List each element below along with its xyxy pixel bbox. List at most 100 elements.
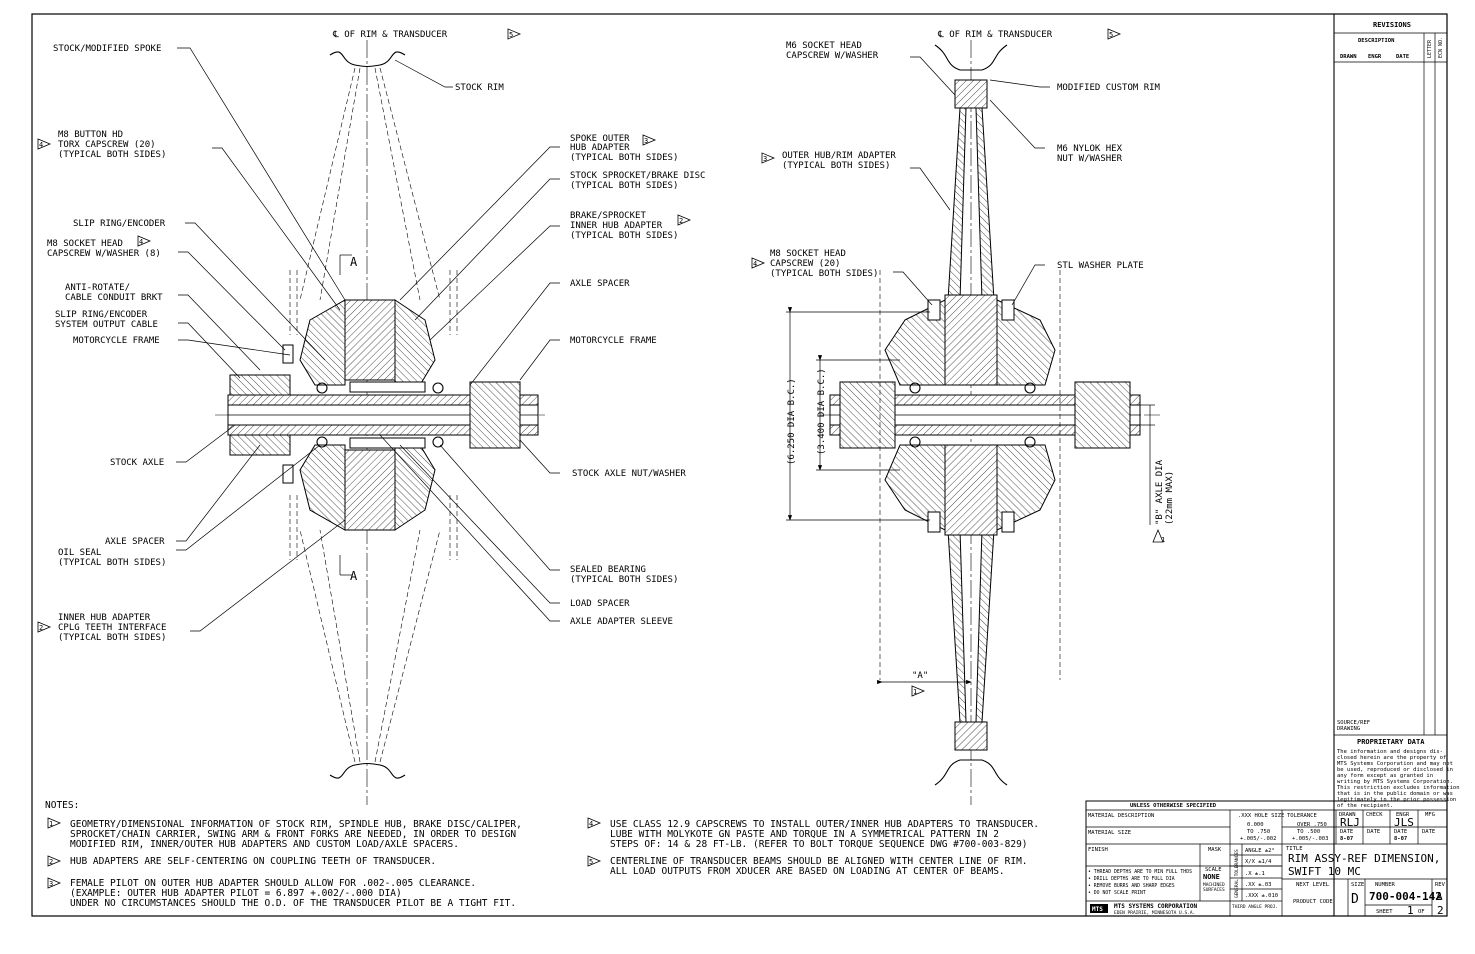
- svg-text:writing by MTS Systems Corpora: writing by MTS Systems Corporation.: [1337, 779, 1453, 785]
- svg-text:LETTER: LETTER: [1427, 39, 1433, 58]
- svg-text:(EXAMPLE: OUTER HUB ADAPTER PI: (EXAMPLE: OUTER HUB ADAPTER PILOT = 6.89…: [70, 888, 402, 899]
- svg-text:1: 1: [1407, 904, 1414, 917]
- svg-text:DATE: DATE: [1394, 829, 1407, 835]
- svg-text:A: A: [1436, 890, 1443, 903]
- svg-text:STL WASHER PLATE: STL WASHER PLATE: [1057, 261, 1144, 271]
- transducer-upper-right: [944, 294, 998, 386]
- modified-rim-bottom: [934, 759, 1008, 786]
- left-section-view: A A: [37, 28, 705, 805]
- svg-text:.XXX ±.010: .XXX ±.010: [1245, 893, 1278, 899]
- svg-text:2: 2: [39, 624, 43, 632]
- outer-hub-right-upper: [394, 299, 436, 386]
- svg-text:RLJ: RLJ: [1340, 816, 1360, 829]
- svg-text:SYSTEM OUTPUT CABLE: SYSTEM OUTPUT CABLE: [55, 320, 158, 330]
- svg-text:STOCK AXLE: STOCK AXLE: [110, 458, 164, 468]
- svg-text:X/X ±1/4: X/X ±1/4: [1245, 859, 1272, 865]
- svg-text:HUB ADAPTER: HUB ADAPTER: [570, 143, 630, 153]
- svg-text:ENGR: ENGR: [1368, 54, 1382, 60]
- svg-text:M6 NYLOK HEX: M6 NYLOK HEX: [1057, 144, 1123, 154]
- svg-text:DATE: DATE: [1422, 829, 1435, 835]
- svg-text:MTS SYSTEMS CORPORATION: MTS SYSTEMS CORPORATION: [1114, 903, 1197, 910]
- svg-text:that is in the public domain o: that is in the public domain or was: [1337, 791, 1453, 797]
- svg-text:0.000: 0.000: [1247, 822, 1264, 828]
- svg-text:This restriction excludes info: This restriction excludes information: [1337, 785, 1460, 791]
- svg-text:8-07: 8-07: [1394, 836, 1407, 842]
- label-stock-rim: STOCK RIM: [455, 83, 504, 93]
- svg-text:ENGR: ENGR: [1396, 812, 1410, 818]
- svg-text:USE CLASS 12.9 CAPSCREWS TO IN: USE CLASS 12.9 CAPSCREWS TO INSTALL OUTE…: [610, 819, 1039, 830]
- svg-text:REV: REV: [1435, 882, 1446, 888]
- svg-text:legitimately in the prior poss: legitimately in the prior possession: [1337, 797, 1456, 803]
- svg-text:DRAWN: DRAWN: [1339, 812, 1356, 818]
- conduit-bracket: [229, 374, 291, 396]
- svg-text:8-07: 8-07: [1340, 836, 1353, 842]
- svg-text:SPROCKET/CHAIN CARRIER, SWING: SPROCKET/CHAIN CARRIER, SWING ARM & FRON…: [70, 829, 516, 840]
- svg-text:ANTI-ROTATE/: ANTI-ROTATE/: [65, 283, 130, 293]
- svg-text:MODIFIED RIM, INNER/OUTER HUB: MODIFIED RIM, INNER/OUTER HUB ADAPTERS A…: [70, 839, 459, 850]
- svg-text:M6 SOCKET HEAD: M6 SOCKET HEAD: [786, 41, 862, 51]
- svg-text:(TYPICAL BOTH SIDES): (TYPICAL BOTH SIDES): [58, 558, 166, 568]
- svg-text:• REMOVE BURRS AND SHARP EDGES: • REMOVE BURRS AND SHARP EDGES: [1088, 883, 1175, 889]
- svg-text:4: 4: [139, 238, 143, 246]
- svg-text:D: D: [1351, 892, 1359, 907]
- drawing-number: 700-004-142: [1369, 890, 1442, 903]
- svg-text:2: 2: [49, 858, 53, 866]
- svg-text:STOCK SPROCKET/BRAKE DISC: STOCK SPROCKET/BRAKE DISC: [570, 171, 705, 181]
- svg-text:SURFACES: SURFACES: [1203, 887, 1225, 893]
- notes-block: NOTES: 1 GEOMETRY/DIMENSIONAL INFORMATIO…: [45, 800, 1039, 909]
- svg-text:(TYPICAL BOTH SIDES): (TYPICAL BOTH SIDES): [570, 575, 678, 585]
- drawing-title: RIM ASSY-REF DIMENSION,: [1288, 852, 1440, 865]
- svg-text:MTS Systems Corporation and ma: MTS Systems Corporation and may not: [1337, 761, 1453, 767]
- svg-text:NEXT LEVEL: NEXT LEVEL: [1296, 882, 1330, 888]
- svg-text:UNDER NO CIRCUMSTANCES SHOULD: UNDER NO CIRCUMSTANCES SHOULD THE O.D. O…: [70, 898, 516, 909]
- outer-hub-left-lower: [299, 444, 346, 531]
- svg-text:CAPSCREW W/WASHER: CAPSCREW W/WASHER: [786, 51, 879, 61]
- svg-text:OUTER HUB/RIM ADAPTER: OUTER HUB/RIM ADAPTER: [782, 151, 896, 161]
- svg-text:DRAWING: DRAWING: [1337, 726, 1360, 732]
- svg-text:CHECK: CHECK: [1366, 812, 1383, 818]
- svg-text:INNER HUB ADAPTER: INNER HUB ADAPTER: [570, 221, 663, 231]
- svg-text:AXLE ADAPTER SLEEVE: AXLE ADAPTER SLEEVE: [570, 617, 673, 627]
- svg-text:The information and designs di: The information and designs dis-: [1337, 749, 1443, 755]
- svg-text:(3.400 DIA B.C.): (3.400 DIA B.C.): [817, 368, 827, 455]
- svg-text:TO .750: TO .750: [1247, 829, 1270, 835]
- svg-text:TITLE: TITLE: [1286, 846, 1303, 852]
- svg-text:(TYPICAL BOTH SIDES): (TYPICAL BOTH SIDES): [770, 269, 878, 279]
- svg-text:AXLE SPACER: AXLE SPACER: [105, 537, 165, 547]
- svg-text:INNER HUB ADAPTER: INNER HUB ADAPTER: [58, 613, 151, 623]
- svg-text:.XXX HOLE SIZE: .XXX HOLE SIZE: [1238, 813, 1284, 819]
- svg-text:any form except as granted in: any form except as granted in: [1337, 773, 1433, 779]
- svg-text:5: 5: [589, 858, 593, 866]
- svg-text:closed herein are the property: closed herein are the property of: [1337, 755, 1446, 761]
- svg-text:ALL LOAD OUTPUTS FROM XDUCER A: ALL LOAD OUTPUTS FROM XDUCER ARE BASED O…: [610, 866, 1005, 877]
- rim-adapter-top: [954, 79, 988, 109]
- svg-text:3: 3: [49, 880, 53, 888]
- svg-text:be used, reproduced or disclos: be used, reproduced or disclosed in: [1337, 767, 1453, 773]
- right-centerline-label: ℄ OF RIM & TRANSDUCER: [937, 30, 1053, 40]
- svg-text:• DO NOT SCALE PRINT: • DO NOT SCALE PRINT: [1088, 890, 1146, 896]
- svg-text:4: 4: [589, 820, 593, 828]
- svg-text:4: 4: [753, 260, 757, 268]
- svg-text:+.005/-.003: +.005/-.003: [1292, 836, 1328, 842]
- outer-hub-left-upper: [299, 299, 346, 386]
- svg-text:SEALED BEARING: SEALED BEARING: [570, 565, 646, 575]
- svg-text:OVER .750: OVER .750: [1297, 822, 1327, 828]
- svg-text:TOLERANCE: TOLERANCE: [1287, 813, 1317, 819]
- svg-text:FINISH: FINISH: [1088, 847, 1108, 853]
- svg-text:SHEET: SHEET: [1376, 909, 1393, 915]
- svg-text:UNLESS OTHERWISE SPECIFIED: UNLESS OTHERWISE SPECIFIED: [1130, 803, 1217, 809]
- svg-text:STEPS OF: 14 & 28 FT-LB. (REFE: STEPS OF: 14 & 28 FT-LB. (REFER TO BOLT …: [610, 839, 1028, 850]
- svg-text:GEOMETRY/DIMENSIONAL INFORMATI: GEOMETRY/DIMENSIONAL INFORMATION OF STOC…: [70, 819, 522, 830]
- revisions-block: REVISIONS DESCRIPTION DRAWN ENGR DATE LE…: [1333, 14, 1460, 916]
- svg-text:3: 3: [763, 155, 767, 163]
- svg-text:"A": "A": [912, 671, 928, 681]
- mts-logo: MTS: [1092, 906, 1103, 913]
- svg-text:(TYPICAL BOTH SIDES): (TYPICAL BOTH SIDES): [58, 633, 166, 643]
- svg-text:NUMBER: NUMBER: [1375, 882, 1396, 888]
- transducer-upper: [344, 299, 396, 381]
- svg-text:OIL SEAL: OIL SEAL: [58, 548, 101, 558]
- svg-text:(TYPICAL BOTH SIDES): (TYPICAL BOTH SIDES): [782, 161, 890, 171]
- svg-text:DATE: DATE: [1340, 829, 1353, 835]
- stock-rim-bottom: [329, 762, 406, 779]
- svg-text:M8 BUTTON HD: M8 BUTTON HD: [58, 130, 123, 140]
